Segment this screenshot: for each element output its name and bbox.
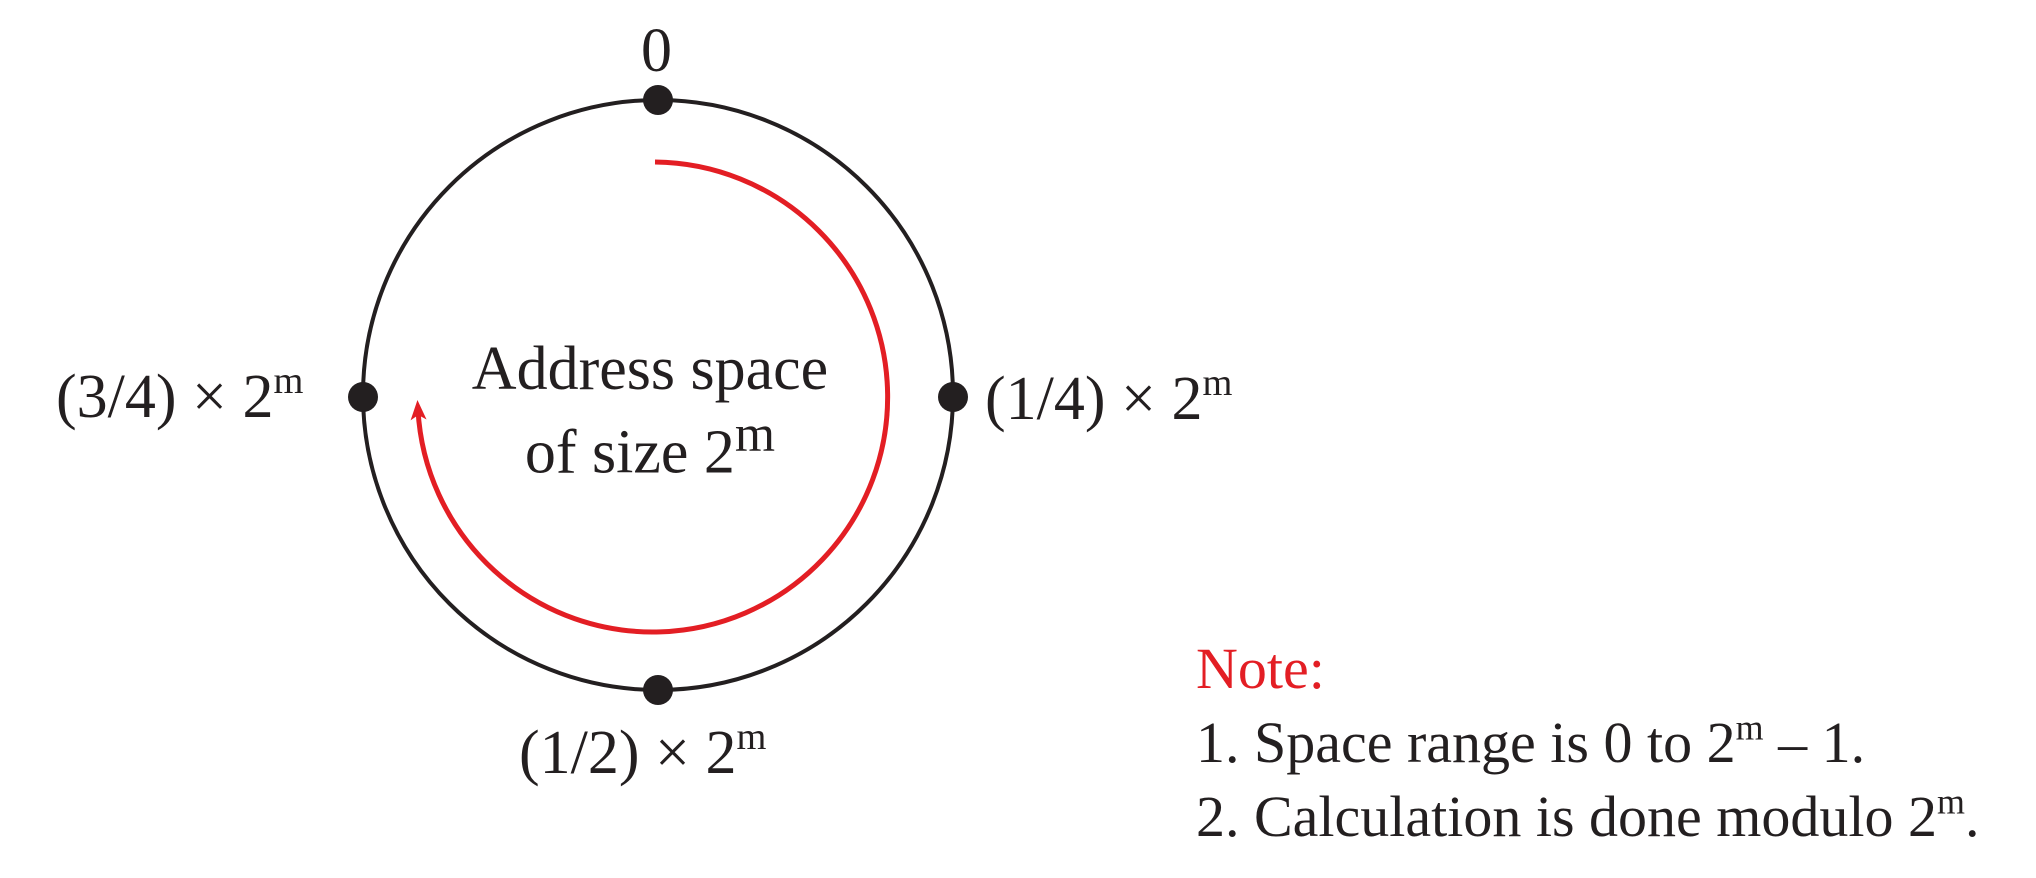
- point-three-quarter-dot: [348, 382, 378, 412]
- note-item-1: 1. Space range is 0 to 2m – 1.: [1196, 707, 1866, 775]
- label-three-quarters: (3/4) × 2m: [56, 360, 304, 431]
- note-item-2: 2. Calculation is done modulo 2m.: [1196, 781, 1980, 849]
- point-half-dot: [643, 675, 673, 705]
- clockwise-direction-arrow: [410, 159, 891, 635]
- ring-center-caption: Address space of size 2m: [430, 336, 870, 486]
- label-one-half: (1/2) × 2m: [519, 716, 767, 787]
- label-zero: 0: [641, 17, 672, 85]
- label-one-quarter: (1/4) × 2m: [985, 362, 1233, 433]
- center-caption-line2: of size 2m: [524, 406, 776, 487]
- note-title: Note:: [1196, 636, 1325, 701]
- point-0-dot: [643, 85, 673, 115]
- center-caption-line1: Address space: [471, 335, 829, 403]
- point-quarter-dot: [938, 382, 968, 412]
- note-block: Note: 1. Space range is 0 to 2m – 1. 2. …: [1196, 632, 1980, 854]
